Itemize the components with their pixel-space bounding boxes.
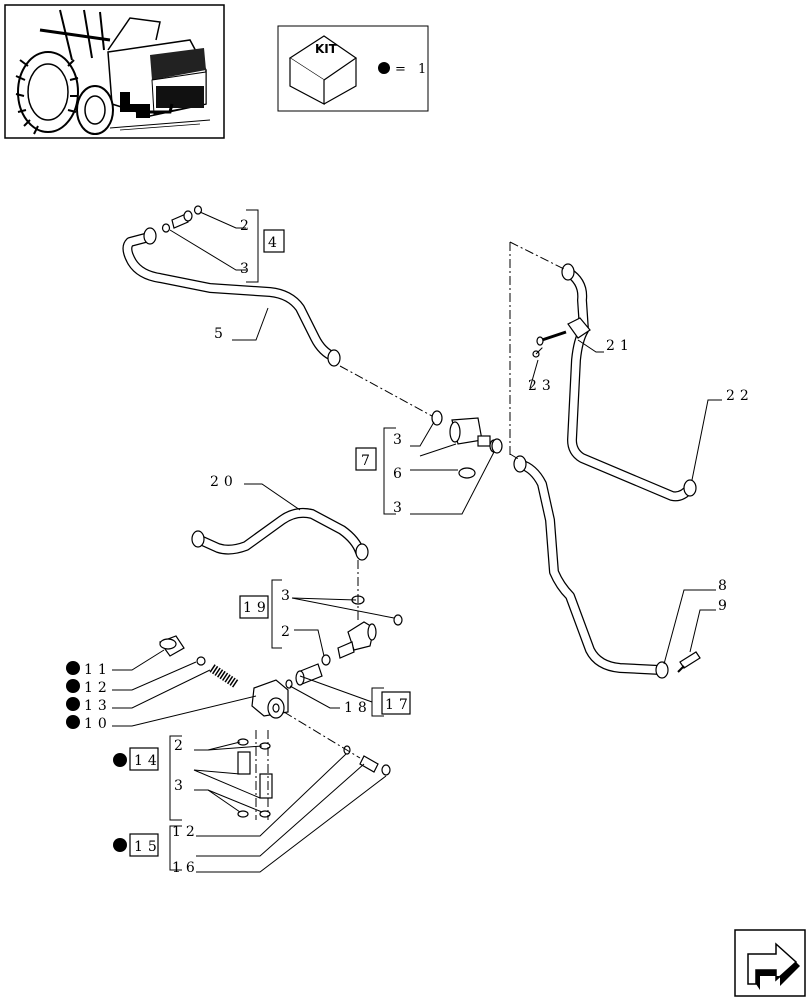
kit-bullets [66,661,127,852]
assembly-centerlines [255,241,567,820]
callout-box-7 [355,447,377,471]
kit-bullet-12 [66,679,80,693]
fittings-14 [237,738,273,818]
kit-box-icon [288,35,358,105]
reference-labels: 2 4 3 5 21 23 22 3 7 6 3 20 3 19 2 8 9 1… [84,218,754,876]
kit-equals-text: = 1 [395,62,430,77]
label-18: 18 [344,700,372,716]
label-13: 13 [84,698,112,714]
label-14: 14 [134,753,162,769]
pipe-20 [191,507,369,561]
label-15: 15 [134,839,162,855]
leader-lines [112,209,722,873]
callout-box-4 [263,229,285,253]
tractor-thumbnail [4,4,225,139]
banjo-bolt-top [161,205,203,233]
label-11: 11 [84,662,112,678]
callout-box-19 [239,595,269,619]
kit-label: KIT [315,42,338,56]
label-23: 23 [528,378,556,394]
kit-bullet-icon [378,62,390,74]
kit-bullet-15 [113,838,127,852]
pipe-5 [122,227,341,367]
label-19: 19 [243,600,271,616]
label-3-19: 3 [281,588,295,604]
label-7: 7 [361,453,375,469]
label-17: 17 [385,697,413,713]
label-9: 9 [718,598,732,614]
label-3-top: 3 [240,261,254,277]
next-page-arrow-icon[interactable] [734,929,806,997]
callout-box-15 [129,833,159,857]
label-2-top: 2 [240,218,254,234]
label-4: 4 [268,235,282,251]
label-3-14: 3 [174,778,188,794]
label-6: 6 [393,466,407,482]
banjo-fitting-7 [431,410,503,479]
screw-21-23 [532,330,567,358]
fitting-9 [677,651,701,673]
label-20: 20 [210,474,238,490]
pipe-22 [561,263,697,502]
tee-fitting-19 [321,595,403,666]
kit-bullet-10 [66,715,80,729]
kit-bullet-11 [66,661,80,675]
label-10: 10 [84,716,112,732]
callout-box-17 [381,691,411,715]
kit-bullet-14 [113,753,127,767]
kit-bullet-13 [66,697,80,711]
pipe-8 [513,455,669,679]
adapter-17 [285,663,323,689]
kit-legend: KIT = 1 [277,25,430,112]
label-5: 5 [214,326,228,342]
label-12: 12 [84,680,112,696]
fittings-15-16 [343,745,391,776]
valve-assembly [159,635,289,719]
label-22: 22 [726,388,754,404]
label-8: 8 [718,578,732,594]
label-16: 16 [172,860,200,876]
label-2-14: 2 [174,738,188,754]
label-21: 21 [606,338,634,354]
label-3-mid-b: 3 [393,500,407,516]
label-2-19: 2 [281,624,295,640]
label-12-15: 12 [172,824,200,840]
label-3-mid-a: 3 [393,432,407,448]
callout-box-14 [129,747,159,771]
